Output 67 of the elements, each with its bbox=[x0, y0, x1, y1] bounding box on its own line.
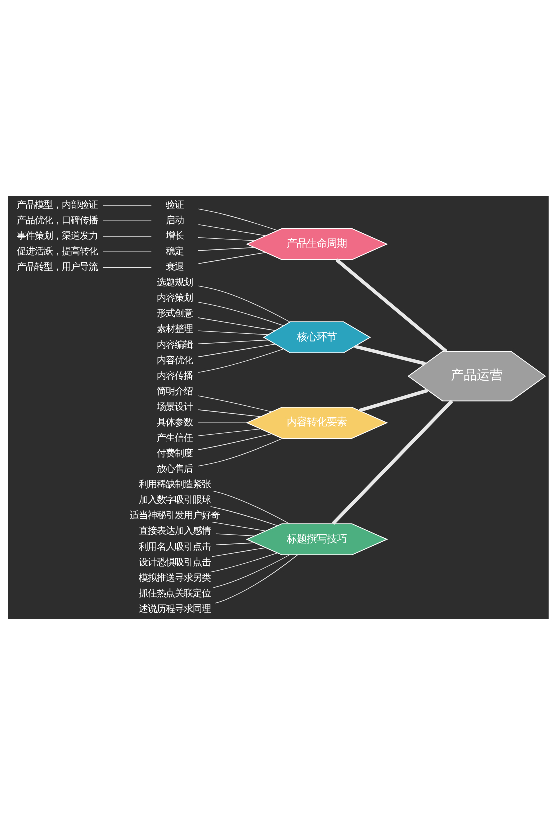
node-text: 选题规划 bbox=[157, 278, 194, 289]
connector bbox=[198, 348, 284, 374]
connector bbox=[213, 554, 290, 588]
node-text: 事件策划，渠道发力 bbox=[16, 230, 98, 242]
node-text: 内容传播 bbox=[157, 370, 194, 382]
node-text: 衰退 bbox=[166, 262, 184, 274]
connector bbox=[210, 506, 278, 526]
node-text: 产品转型，用户导流 bbox=[16, 262, 98, 274]
connector bbox=[215, 554, 298, 604]
node-text: 加入数字吸引眼球 bbox=[139, 495, 212, 506]
connector bbox=[198, 438, 284, 467]
node-text: 形式创意 bbox=[157, 308, 194, 320]
connector bbox=[332, 400, 454, 526]
connector bbox=[198, 340, 269, 344]
connector bbox=[354, 344, 426, 366]
connector bbox=[198, 224, 266, 236]
node-text: 付费制度 bbox=[157, 448, 194, 460]
connector bbox=[198, 252, 266, 264]
connector bbox=[198, 330, 269, 336]
node-text: 验证 bbox=[166, 200, 184, 211]
node-text: 抓住热点关联定位 bbox=[139, 588, 212, 600]
connector bbox=[198, 396, 272, 412]
connector bbox=[216, 534, 256, 537]
connector bbox=[212, 522, 266, 532]
node-text: 产品模型，内部验证 bbox=[16, 200, 98, 211]
connector bbox=[198, 422, 248, 424]
node-text: 场景设计 bbox=[157, 402, 194, 413]
node-text: 促进活跃，提高转化 bbox=[16, 246, 98, 258]
connector bbox=[198, 286, 290, 323]
node-text: 述说历程寻求同理 bbox=[139, 604, 212, 615]
node-text: 素材整理 bbox=[157, 324, 194, 336]
node-text: 具体参数 bbox=[157, 417, 194, 428]
connector bbox=[102, 205, 152, 206]
connector bbox=[216, 542, 256, 546]
connector bbox=[336, 258, 448, 353]
connector bbox=[198, 428, 262, 436]
node-text: 内容编辑 bbox=[157, 340, 194, 351]
connector bbox=[198, 434, 272, 450]
node-text: 内容策划 bbox=[157, 293, 194, 304]
node-text: 稳定 bbox=[166, 246, 184, 258]
node-text: 简明介绍 bbox=[157, 386, 194, 398]
connector bbox=[213, 490, 290, 524]
node-text: 利用稀缺制造紧张 bbox=[139, 480, 212, 491]
connector bbox=[210, 552, 278, 573]
node-text: 利用名人吸引点击 bbox=[139, 542, 212, 553]
node-text: 放心售后 bbox=[157, 464, 194, 476]
node-text: 设计恐惧吸引点击 bbox=[139, 557, 212, 568]
connector bbox=[198, 208, 278, 232]
connector bbox=[198, 344, 276, 358]
node-text: 增长 bbox=[166, 230, 184, 242]
node-text: 产生信任 bbox=[157, 432, 194, 444]
connector bbox=[198, 302, 284, 326]
node-text: 模拟推送寻求另类 bbox=[139, 572, 212, 584]
connector bbox=[359, 389, 428, 412]
connector bbox=[198, 318, 276, 332]
connector bbox=[198, 410, 262, 418]
connector bbox=[198, 247, 256, 252]
connector bbox=[102, 236, 152, 237]
connector bbox=[102, 220, 152, 222]
node-text: 直接表达加入感情 bbox=[139, 526, 212, 538]
node-text: 适当神秘引发用户好奇 bbox=[130, 510, 220, 522]
connector bbox=[198, 237, 256, 242]
connector bbox=[102, 267, 152, 268]
connector bbox=[212, 548, 266, 558]
node-text: 内容优化 bbox=[157, 355, 194, 366]
node-text: 启动 bbox=[166, 215, 184, 226]
node-text: 产品优化，口碑传播 bbox=[16, 215, 98, 226]
